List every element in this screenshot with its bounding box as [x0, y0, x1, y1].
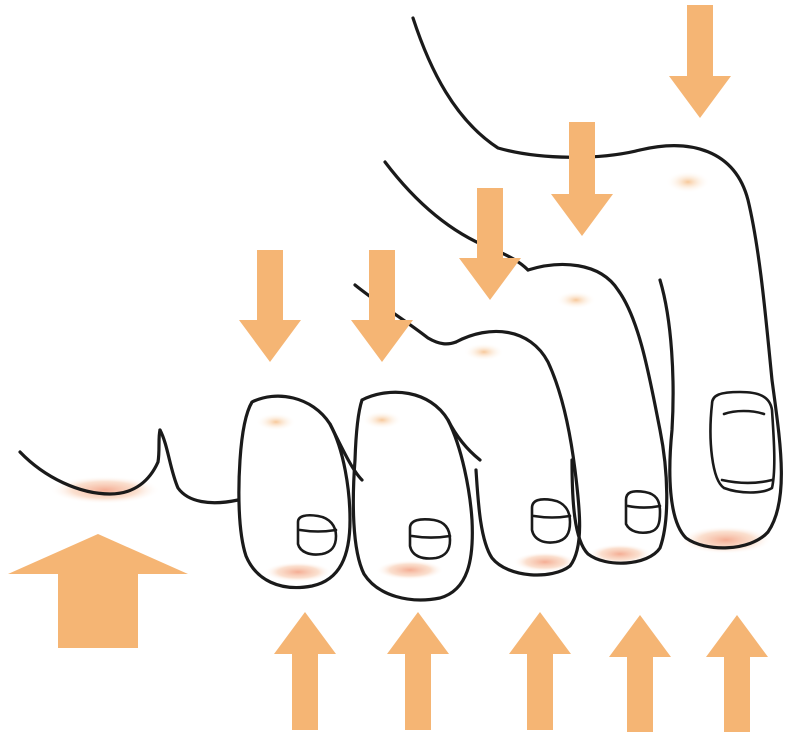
down-arrow-4	[351, 250, 413, 362]
up-arrow-1	[706, 615, 768, 732]
ball-of-foot	[20, 430, 238, 504]
down-arrow-5	[239, 250, 301, 362]
large-up-arrow	[8, 534, 188, 648]
down-arrow-2	[551, 122, 613, 236]
foot-top-outline	[355, 18, 640, 344]
up-arrow-5	[274, 612, 336, 730]
downward-pressure-arrows	[239, 5, 731, 362]
little-toe	[239, 396, 362, 587]
down-arrow-1	[669, 5, 731, 118]
down-arrow-3	[459, 188, 521, 300]
big-toe	[640, 146, 781, 554]
up-arrow-4	[387, 612, 449, 730]
upward-pressure-arrows	[274, 612, 768, 732]
large-up-arrow-shape	[8, 534, 188, 648]
up-arrow-3	[509, 612, 571, 730]
fourth-toe	[353, 392, 480, 600]
up-arrow-2	[609, 615, 671, 732]
second-toe	[528, 265, 667, 564]
